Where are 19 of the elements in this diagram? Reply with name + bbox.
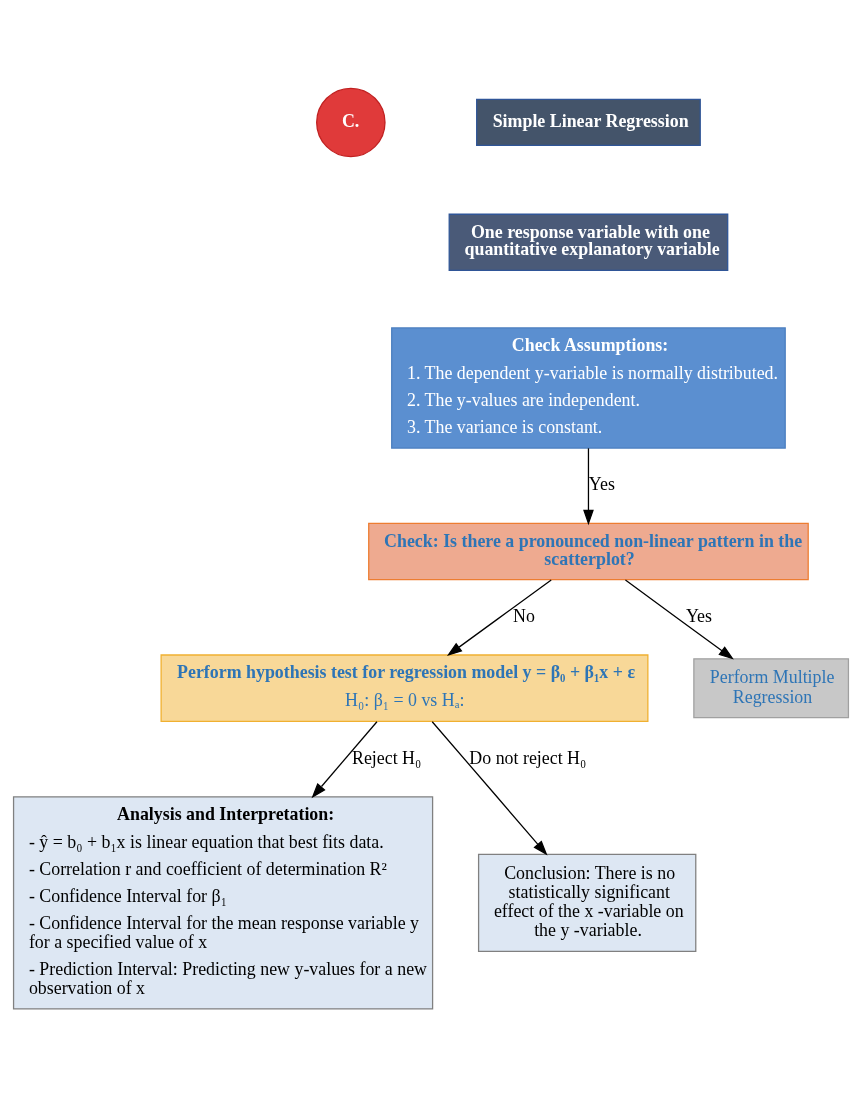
edge-label: Yes: [685, 605, 712, 626]
node-circle: C.: [316, 87, 386, 157]
edge-label: Yes: [588, 473, 615, 494]
arrow: [311, 720, 378, 798]
node-box: Perform hypothesis test for regression model y = β₀ + β₁x + ε H₀: β₁ = 0 vs Hₐ:: [160, 653, 649, 722]
arrow: [583, 447, 594, 525]
node-box: Simple Linear Regression: [476, 98, 701, 146]
node-box: Perform Multiple Regression: [693, 657, 850, 718]
node-box: One response variable with one quantitative explanatory variable: [448, 213, 729, 271]
arrow: [446, 578, 552, 656]
node-box: Check Assumptions: 1. The dependent y-variable is normally distributed. 2. The y-values are independent. 3. The variance is constant.: [391, 326, 786, 449]
edge-label: Reject H₀: [351, 747, 422, 768]
edge-label: No: [513, 605, 535, 626]
arrow: [431, 720, 548, 856]
node-box: Check: Is there a pronounced non-linear pattern in the scatterplot?: [368, 522, 809, 580]
node-box: Analysis and Interpretation: - ŷ = b₀ + b₁x is linear equation that best fits data. - Correlation r and coefficient of determination R² - Confidence Interval for β₁ - Confidence Interval for the mean response variable y for a specified value of x - Prediction Interval: Predicting new y-values for a new observation of x: [12, 795, 434, 1010]
edge-label: Do not reject H₀: [469, 747, 587, 768]
arrow: [624, 578, 734, 660]
node-box: Conclusion: There is no statistically significant effect of the x -variable on the y -variable.: [477, 853, 697, 952]
